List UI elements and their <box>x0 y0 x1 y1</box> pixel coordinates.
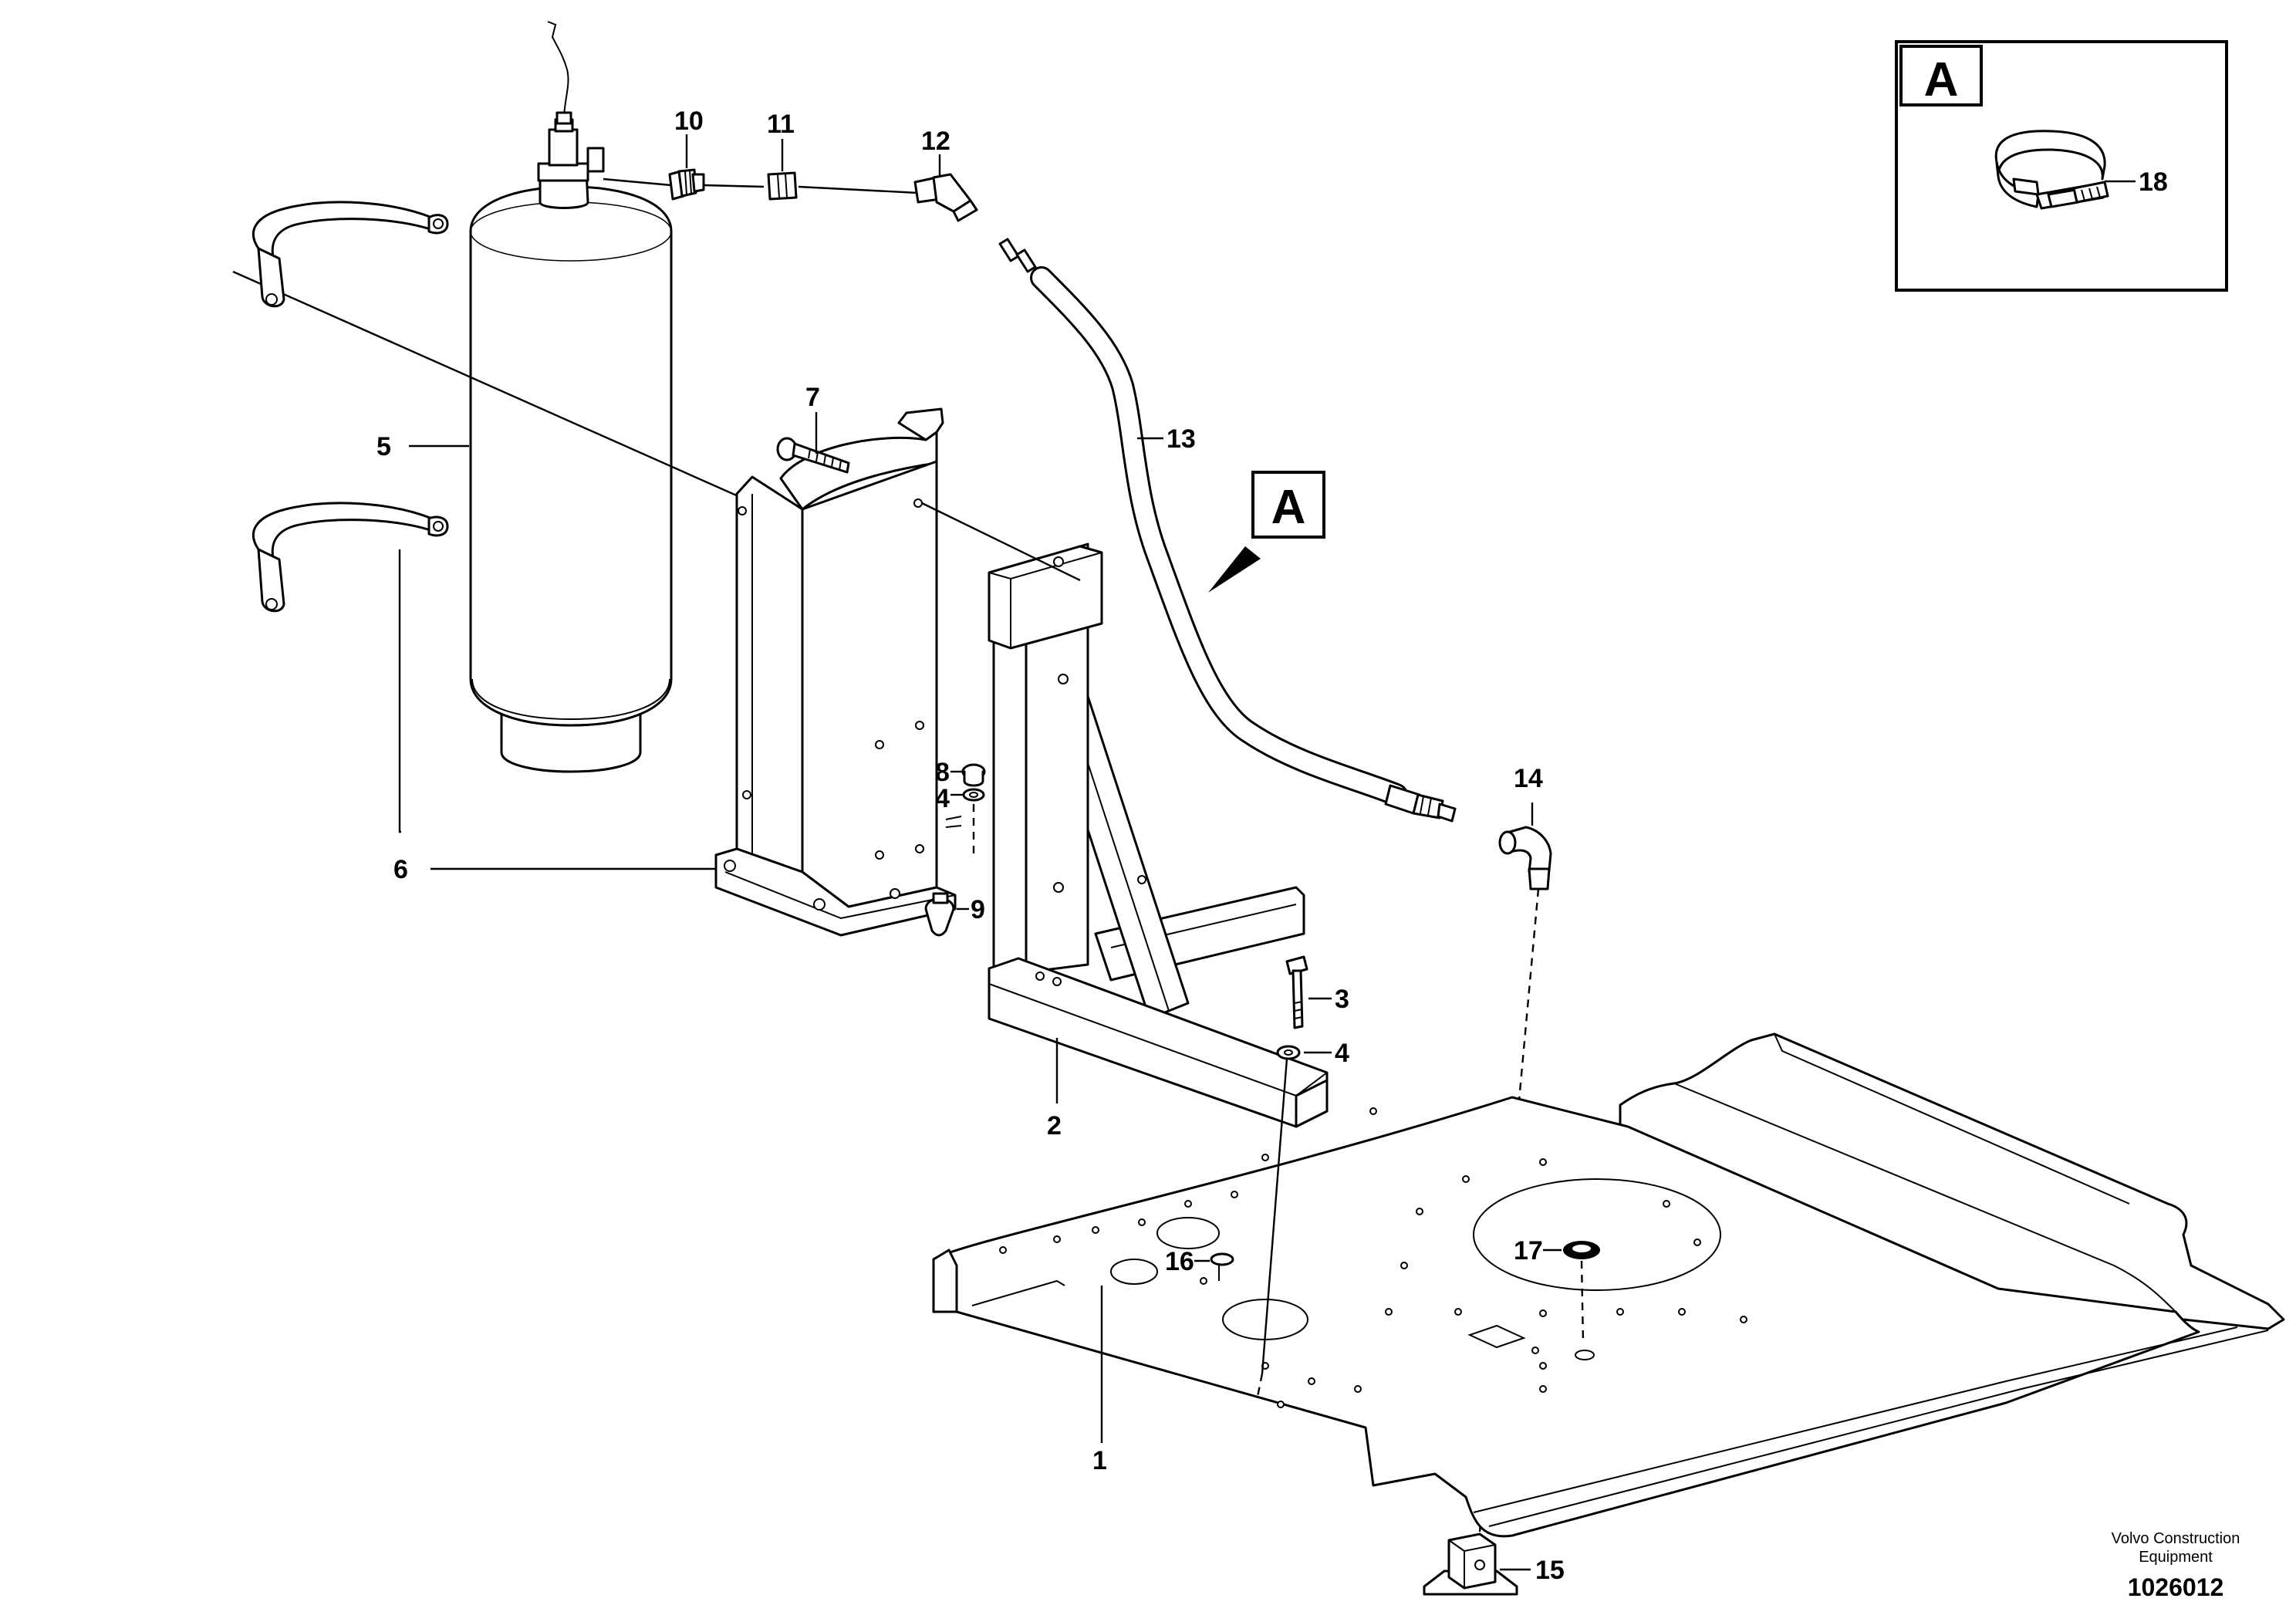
callout-8: 8 <box>935 758 950 787</box>
bottle-strap-lower <box>252 502 449 613</box>
bumper-9 <box>924 892 955 937</box>
callout-5: 5 <box>376 432 391 461</box>
brand-line-2: Equipment <box>2139 1549 2213 1566</box>
callout-18: 18 <box>2139 167 2168 197</box>
callout-7: 7 <box>805 383 820 412</box>
stand-frame <box>988 542 1329 1128</box>
extinguisher-bottle <box>469 21 673 773</box>
callout-11: 11 <box>767 110 795 139</box>
callout-10: 10 <box>674 106 704 136</box>
floor-plate <box>932 1032 2285 1538</box>
washer-4-upper <box>962 788 985 802</box>
brand-line-1: Volvo Construction <box>2112 1530 2240 1547</box>
fitting-10 <box>668 168 705 201</box>
bolt-3 <box>1285 955 1308 1029</box>
callout-2: 2 <box>1047 1111 1062 1140</box>
callout-12: 12 <box>921 127 950 156</box>
callout-3: 3 <box>1335 985 1349 1014</box>
callout-4-lower: 4 <box>1335 1039 1349 1068</box>
washer-4-lower <box>1276 1045 1301 1060</box>
callout-15: 15 <box>1535 1556 1565 1585</box>
bottle-strap-upper <box>252 201 449 308</box>
bottle-bracket <box>714 407 957 937</box>
detail-a-title: A <box>1924 53 1959 106</box>
detail-a-pointer-label: A <box>1271 481 1306 534</box>
fitting-11 <box>767 171 798 201</box>
document-number: 1026012 <box>2128 1573 2224 1601</box>
mounting-block-15 <box>1423 1532 1518 1596</box>
grommet-17 <box>1563 1241 1600 1343</box>
callout-4-upper: 4 <box>935 784 950 813</box>
callout-9: 9 <box>971 895 985 924</box>
callout-13: 13 <box>1167 424 1196 454</box>
detail-a-pointer: A <box>1208 471 1325 593</box>
bolt-7 <box>776 437 850 474</box>
detail-a-inset: A 18 <box>1895 40 2228 292</box>
elbow-fitting-12 <box>913 173 978 222</box>
callout-1: 1 <box>1092 1446 1107 1475</box>
plug-16 <box>1210 1252 1234 1281</box>
hose-13 <box>998 238 1457 823</box>
callout-17: 17 <box>1514 1236 1543 1265</box>
hose-clamp-drawing <box>1994 130 2109 210</box>
callout-16: 16 <box>1165 1247 1194 1276</box>
elbow-fitting-14 <box>1498 826 1552 890</box>
callout-14: 14 <box>1514 764 1543 793</box>
callout-6: 6 <box>393 855 408 884</box>
nut-8 <box>961 763 986 787</box>
